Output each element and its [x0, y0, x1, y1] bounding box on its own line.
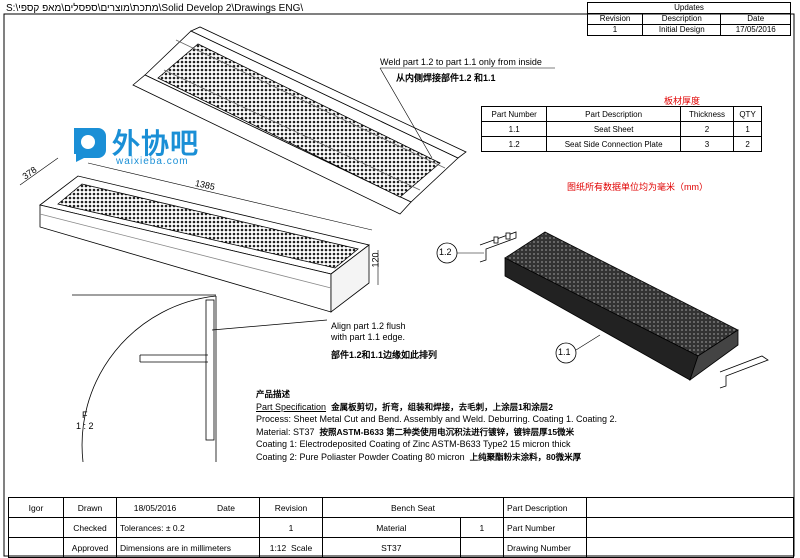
updates-cell: Initial Design — [642, 24, 722, 36]
seat-iso-top — [132, 26, 467, 215]
part-number-value: 1 — [459, 517, 505, 538]
thickness-note-cn: 板材厚度 — [664, 96, 701, 106]
spec-heading: Part Specification — [256, 401, 327, 412]
label-revision: Revision — [259, 497, 323, 518]
balloon-label-1-1: 1.1 — [558, 347, 571, 357]
drawn-date: 18/05/2016 — [116, 497, 193, 518]
spec-title-cn: 产品描述 — [256, 389, 291, 399]
parts-cell: Seat Side Connection Plate — [546, 136, 681, 152]
material-value: ST37 — [322, 537, 461, 558]
parts-cell: 3 — [679, 136, 735, 152]
detail-scale: 1 : 2 — [76, 421, 94, 431]
parts-header: Part Number — [480, 106, 548, 122]
scale-value: 1:12 Scale — [259, 537, 323, 558]
title-block: Igor Drawn 18/05/2016 Date Revision Benc… — [8, 497, 794, 558]
revision-value: 1 — [259, 517, 323, 538]
file-path: S:\מתכת\מוצרים\ספסלים\מאפ קספי\Solid Dev… — [6, 3, 304, 14]
units-note-cn: 图纸所有数据单位均为毫米（mm） — [567, 182, 708, 192]
balloon-1-1 — [555, 342, 577, 364]
label-approved: Approved — [63, 537, 117, 558]
parts-cell: 1.2 — [480, 136, 548, 152]
dim-height: 120 — [370, 252, 381, 268]
parts-table: Part Number Part Description Thickness Q… — [480, 106, 762, 152]
label-checked: Checked — [63, 517, 117, 538]
dimensions-note: Dimensions are in millimeters — [116, 537, 260, 558]
parts-cell: 2 — [679, 121, 735, 137]
weld-note: Weld part 1.2 to part 1.1 only from insi… — [380, 57, 542, 67]
label-scale: Scale — [291, 542, 313, 553]
spec-heading-cn: 金属板剪切，折弯，组装和焊接，去毛刺，上涂层1和涂层2 — [331, 401, 554, 412]
parts-cell: Seat Sheet — [546, 121, 681, 137]
specification-block: 产品描述 Part Specification 金属板剪切，折弯，组装和焊接，去… — [256, 388, 617, 463]
logo-icon — [74, 128, 106, 162]
seat-iso-main — [39, 175, 370, 313]
align-note-2: with part 1.1 edge. — [331, 332, 406, 342]
parts-cell: 2 — [733, 136, 762, 152]
tolerances: Tolerances: ± 0.2 — [116, 517, 260, 538]
checked-by — [8, 517, 64, 538]
weld-note-cn: 从内侧焊接部件1.2 和1.1 — [396, 73, 496, 83]
detail-f-view — [72, 294, 328, 463]
label-drawing-number: Drawing Number — [503, 537, 587, 558]
spec-coating2-cn: 上纯聚酯粉末涂料，80微米厚 — [469, 451, 582, 462]
spec-process: Process: Sheet Metal Cut and Bend. Assem… — [256, 414, 618, 424]
spec-coating1: Coating 1: Electrodeposited Coating of Z… — [256, 439, 571, 449]
watermark-url: waixieba.com — [116, 156, 189, 167]
label-date: Date — [193, 497, 260, 518]
scale-ratio: 1:12 — [269, 542, 287, 553]
detail-label: F — [82, 410, 88, 420]
label-part-description: Part Description — [503, 497, 587, 518]
align-note-1: Align part 1.2 flush — [331, 321, 406, 331]
label-part-number: Part Number — [503, 517, 587, 538]
spec-material-cn: 按照ASTM-B633 第二种类使用电沉积法进行镀锌，镀锌层厚15微米 — [319, 426, 575, 437]
dimension-lines — [19, 157, 379, 285]
drawn-by: Igor — [8, 497, 64, 518]
seat-iso-coated — [504, 231, 739, 382]
connection-plate-bottom — [719, 355, 769, 389]
parts-cell: 1 — [733, 121, 762, 137]
watermark-name: 外协吧 — [112, 128, 200, 159]
spec-coating2: Coating 2: Pure Poliaster Powder Coating… — [256, 451, 465, 462]
parts-header: QTY — [733, 106, 762, 122]
label-material: Material — [322, 517, 461, 538]
parts-header: Thickness — [679, 106, 735, 122]
parts-header: Part Description — [546, 106, 681, 122]
updates-cell: 17/05/2016 — [720, 24, 791, 36]
approved-by — [8, 537, 64, 558]
connection-plate-top — [479, 231, 517, 263]
parts-cell: 1.1 — [480, 121, 548, 137]
align-note-cn: 部件1.2和1.1边缘如此排列 — [331, 350, 438, 360]
part-description-value: Bench Seat — [322, 497, 504, 518]
spec-material: Material: ST37 — [256, 426, 315, 437]
label-drawn: Drawn — [63, 497, 117, 518]
balloon-label-1-2: 1.2 — [439, 247, 452, 257]
